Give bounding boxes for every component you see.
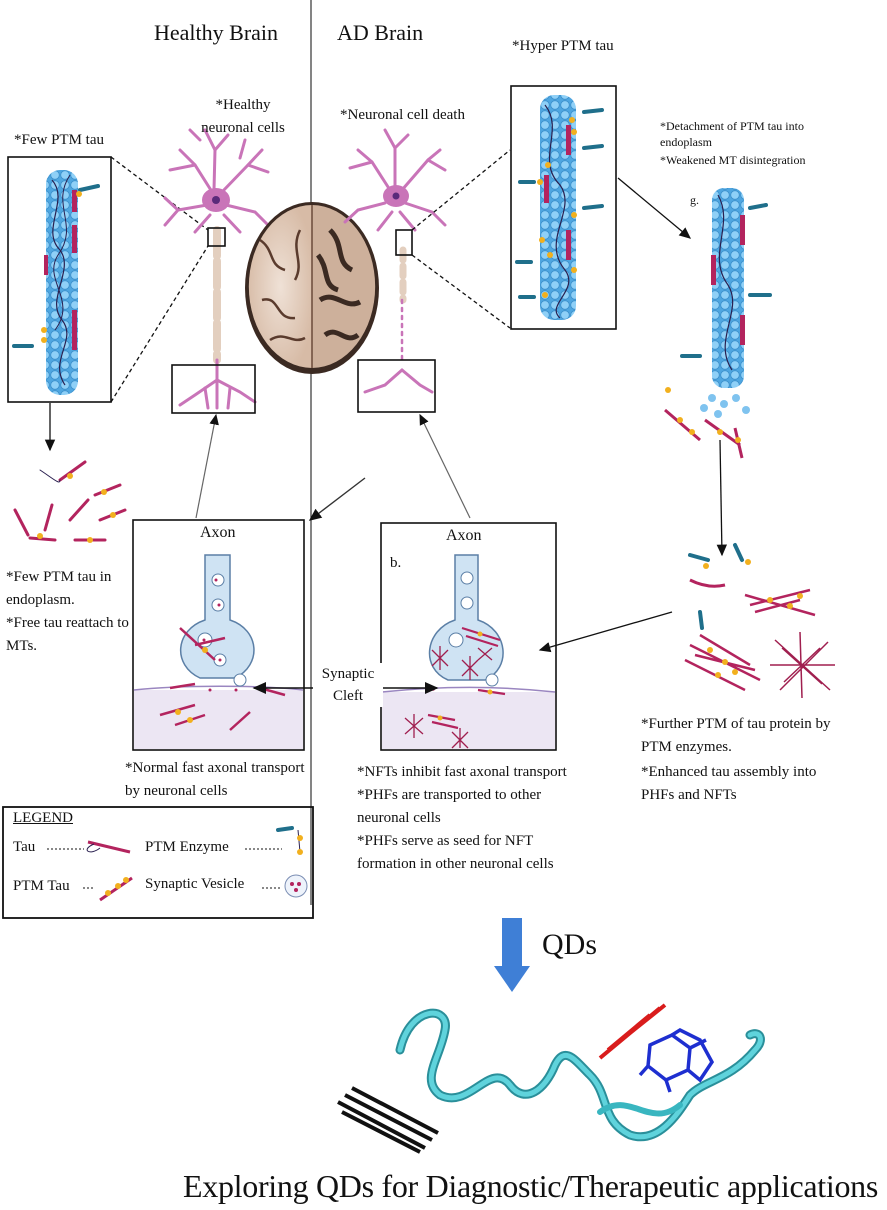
caption-further-ptm: *Further PTM of tau protein by PTM enzym…: [641, 716, 831, 755]
healthy-axon-panel: [132, 519, 305, 751]
heading-healthy-brain: Healthy Brain: [154, 20, 279, 45]
caption-phf-seed: *PHFs serve as seed for NFT formation in…: [357, 833, 554, 872]
label-hyper-ptm-tau: *Hyper PTM tau: [512, 38, 614, 54]
caption-normal-transport: *Normal fast axonal transport by neurona…: [125, 760, 305, 799]
legend-synaptic-vesicle: Synaptic Vesicle: [145, 876, 245, 892]
caption-phf-transported: *PHFs are transported to other neuronal …: [357, 787, 542, 826]
label-healthy-neuronal-cells: *Healthy neuronal cells: [201, 97, 285, 136]
caption-nft-inhibit: *NFTs inhibit fast axonal transport: [357, 764, 567, 780]
footer-title: Exploring QDs for Diagnostic/Therapeutic…: [183, 1168, 879, 1204]
label-axon-ad: Axon: [446, 527, 482, 544]
few-ptm-microtubule: [7, 156, 112, 403]
qd-red-molecule: [598, 1003, 667, 1060]
note-free-tau-reattach: *Free tau reattach to MTs.: [6, 615, 129, 654]
legend-title: LEGEND: [13, 810, 73, 826]
label-marker-g: g.: [690, 193, 699, 207]
ad-neuron: [343, 128, 447, 394]
phf-nft-cluster: [684, 543, 835, 699]
ad-axon-panel: [380, 522, 557, 751]
legend-ptm-enzyme: PTM Enzyme: [145, 839, 229, 855]
caption-enhanced-assembly: *Enhanced tau assembly into PHFs and NFT…: [641, 764, 817, 803]
label-few-ptm-tau: *Few PTM tau: [14, 132, 104, 148]
legend-graphics: [2, 806, 314, 919]
free-tau-cluster: [13, 460, 127, 543]
note-few-ptm-endoplasm: *Few PTM tau in endoplasm.: [6, 569, 112, 608]
label-detachment: *Detachment of PTM tau into endoplasm: [660, 119, 804, 149]
qd-down-arrow: [494, 918, 530, 992]
label-axon-healthy: Axon: [200, 524, 236, 541]
legend-tau: Tau: [13, 839, 36, 855]
qds-label: QDs: [542, 928, 598, 961]
qd-black-molecule: [337, 1086, 439, 1154]
heading-ad-brain: AD Brain: [337, 20, 424, 45]
label-neuronal-cell-death: *Neuronal cell death: [340, 107, 465, 123]
brain-illustration: [245, 202, 379, 374]
label-synaptic-cleft: Synaptic Cleft: [313, 663, 383, 707]
qd-blue-molecule: [638, 1027, 715, 1093]
label-weakened-mt: *Weakened MT disintegration: [660, 153, 806, 167]
label-marker-b: b.: [390, 555, 402, 571]
protein-ribbon: [395, 1008, 765, 1142]
healthy-neuron: [163, 128, 270, 410]
legend-ptm-tau: PTM Tau: [13, 878, 70, 894]
disintegrating-microtubule: [664, 188, 772, 459]
hyper-ptm-microtubule: [510, 85, 617, 330]
